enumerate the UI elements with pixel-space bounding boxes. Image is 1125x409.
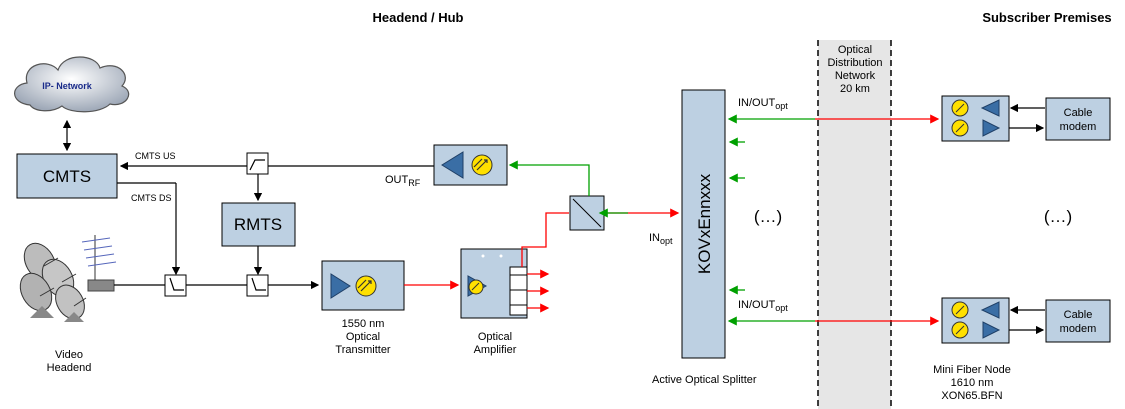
video-headend-caption-1: Video — [55, 349, 83, 361]
rmts-block — [221, 202, 296, 247]
fiber-node-caption-2: 1610 nm — [951, 377, 994, 389]
ellipsis-right: (…) — [1044, 207, 1072, 226]
diplexer-icon — [246, 152, 269, 175]
transmitter-caption-2: Optical — [346, 331, 380, 343]
odn-label-4: 20 km — [840, 83, 870, 95]
cmts-us-label: CMTS US — [135, 151, 176, 161]
led-icon — [951, 99, 969, 117]
satellite-dish-icon — [19, 242, 87, 322]
cable-modem-top-block — [1045, 97, 1111, 141]
odn-band — [818, 40, 891, 409]
fiber-node-caption-1: Mini Fiber Node — [933, 364, 1011, 376]
odn-label-1: Optical — [838, 44, 872, 56]
cable-modem-bottom-label-1: Cable — [1064, 309, 1093, 321]
amplifier-splitter-icon — [509, 266, 528, 316]
diplexer-icon — [164, 274, 187, 297]
diplexer-icon — [246, 274, 269, 297]
in-out-bottom-label: IN/OUTopt — [738, 299, 788, 313]
header-subscriber: Subscriber Premises — [982, 10, 1111, 25]
cloud-icon: IP- Network — [14, 56, 130, 113]
cmts-label: CMTS — [43, 167, 91, 186]
amplifier-triangle-icon — [982, 321, 1001, 339]
kovx-block — [681, 89, 726, 359]
led-icon — [471, 154, 493, 176]
amplifier-caption-1: Optical — [478, 331, 512, 343]
cmts-block — [16, 153, 118, 199]
header-headend: Headend / Hub — [372, 10, 463, 25]
rmts-label: RMTS — [234, 215, 282, 234]
amplifier-triangle-icon — [330, 273, 351, 299]
amplifier-triangle-icon — [982, 119, 1001, 137]
cable-modem-top-label-2: modem — [1060, 121, 1097, 133]
transmitter-caption-1: 1550 nm — [342, 318, 385, 330]
amp-coupler-fiber — [521, 212, 569, 267]
cloud-label: IP- Network — [42, 81, 93, 91]
amplifier-indicator — [481, 254, 485, 258]
led-icon — [951, 119, 969, 137]
cable-modem-top-label-1: Cable — [1064, 107, 1093, 119]
fiber-node-caption-3: XON65.BFN — [941, 390, 1002, 402]
amplifier-triangle-icon — [441, 151, 464, 179]
video-headend-caption-2: Headend — [47, 362, 92, 374]
in-out-top-label: IN/OUTopt — [738, 97, 788, 111]
coupler-icon — [569, 195, 605, 231]
active-splitter-caption: Active Optical Splitter — [652, 374, 757, 386]
transmitter-caption-3: Transmitter — [335, 344, 391, 356]
led-icon — [468, 279, 484, 295]
out-rf-label: OUTRF — [385, 174, 421, 188]
led-icon — [355, 275, 377, 297]
led-icon — [951, 301, 969, 319]
in-opt-label: INopt — [649, 232, 673, 246]
ellipsis-center: (…) — [754, 207, 782, 226]
kovx-label: KOVxEnnxxx — [695, 173, 714, 274]
cable-modem-bottom-block — [1045, 299, 1111, 343]
amplifier-indicator — [499, 254, 503, 258]
coupler-rf-return — [508, 160, 590, 196]
amplifier-caption-2: Amplifier — [474, 344, 517, 356]
cable-modem-bottom-label-2: modem — [1060, 323, 1097, 335]
amplifier-triangle-icon — [980, 301, 1000, 319]
odn-label-3: Network — [835, 70, 876, 82]
odn-label-2: Distribution — [827, 57, 882, 69]
cmts-ds-label: CMTS DS — [131, 193, 172, 203]
headend-output-port — [87, 279, 115, 292]
led-icon — [951, 321, 969, 339]
amplifier-triangle-icon — [980, 99, 1000, 117]
